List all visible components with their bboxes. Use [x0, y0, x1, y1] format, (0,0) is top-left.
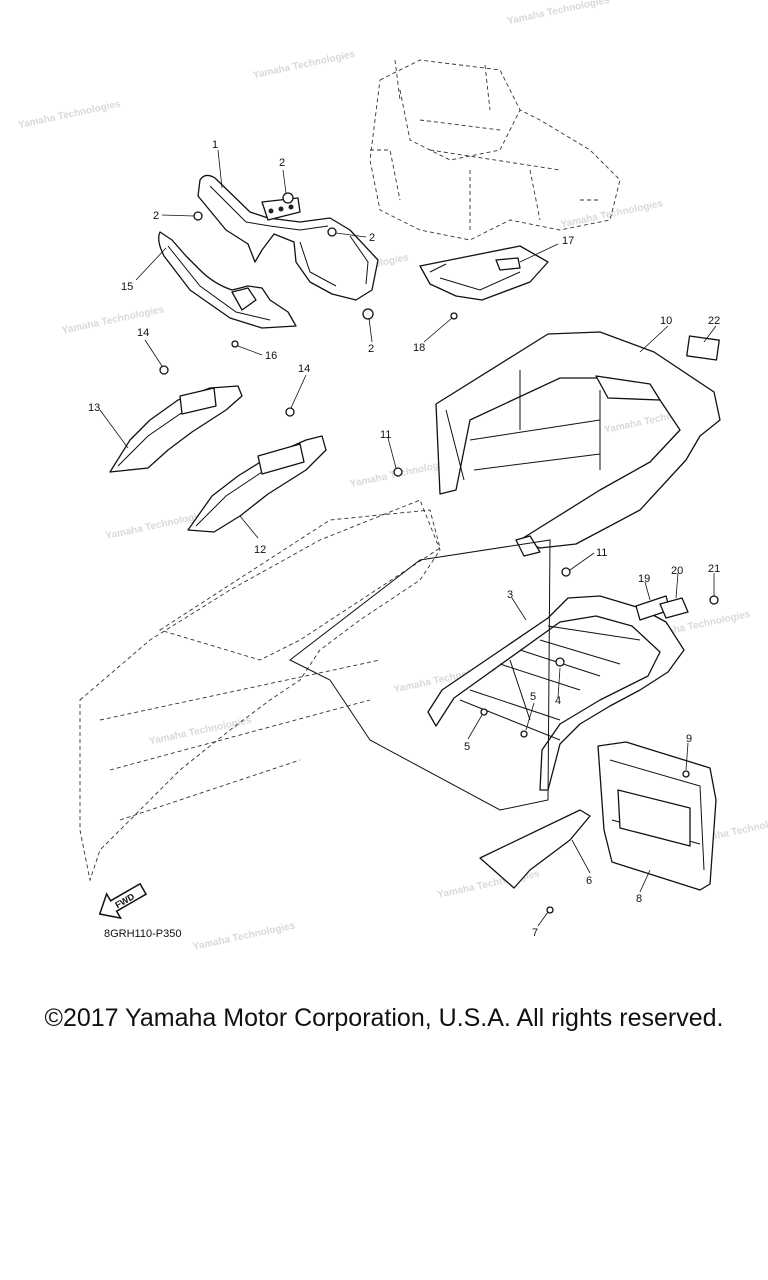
callout-16: 16: [265, 350, 277, 362]
callout-4: 4: [555, 695, 561, 707]
callout-7: 7: [532, 927, 538, 939]
snowmobile-body: [79, 499, 551, 882]
callout-2: 2: [153, 210, 159, 222]
callout-22: 22: [708, 315, 720, 327]
callout-10: 10: [660, 315, 672, 327]
callout-6: 6: [586, 875, 592, 887]
leader-lines: [99, 149, 717, 927]
watermark: Yamaha Technologies: [506, 0, 611, 27]
callout-5: 5: [530, 691, 536, 703]
callout-11: 11: [380, 429, 391, 441]
callout-17: 17: [562, 235, 574, 247]
callouts: 1 2 2 2 2 15 16 17 18 14 13 14 12 11 10 …: [88, 139, 720, 939]
flap-guard: [479, 809, 591, 889]
parts-diagram: Yamaha Technologies Yamaha Technologies …: [17, 0, 768, 953]
callout-15: 15: [121, 281, 133, 293]
fasteners: [159, 192, 719, 914]
watermark: Yamaha Technologies: [192, 920, 297, 953]
mud-flap: [597, 741, 717, 891]
callout-14: 14: [137, 327, 149, 339]
right-side-panel: [187, 435, 327, 533]
callout-19: 19: [638, 573, 650, 585]
callout-5: 5: [464, 741, 470, 753]
copyright-notice: ©2017 Yamaha Motor Corporation, U.S.A. A…: [44, 1004, 724, 1032]
callout-14: 14: [298, 363, 310, 375]
callout-11: 11: [596, 547, 607, 559]
callout-18: 18: [413, 342, 425, 354]
callout-21: 21: [708, 563, 720, 575]
callout-8: 8: [636, 893, 642, 905]
left-side-panel: [109, 385, 243, 473]
callout-1: 1: [212, 139, 218, 151]
callout-13: 13: [88, 402, 100, 414]
callout-9: 9: [686, 733, 692, 745]
callout-20: 20: [671, 565, 683, 577]
watermark: Yamaha Technologies: [17, 99, 122, 132]
callout-12: 12: [254, 544, 266, 556]
skid-plate: [419, 245, 549, 301]
part-code-label: 8GRH110-P350: [104, 928, 182, 940]
watermark: Yamaha Technologies: [560, 198, 665, 231]
front-guard-bar: [197, 174, 379, 301]
fwd-arrow-icon: FWD: [98, 882, 148, 920]
rear-cargo-frame: [435, 331, 721, 557]
callout-2: 2: [279, 157, 285, 169]
callout-2: 2: [369, 232, 375, 244]
callout-2: 2: [368, 343, 374, 355]
watermark: Yamaha Technologies: [148, 715, 253, 748]
watermark: Yamaha Technologies: [61, 304, 166, 337]
watermark: Yamaha Technologies: [252, 49, 357, 82]
callout-3: 3: [507, 589, 513, 601]
lower-cover: [158, 231, 297, 329]
frame-chassis: [369, 59, 621, 241]
